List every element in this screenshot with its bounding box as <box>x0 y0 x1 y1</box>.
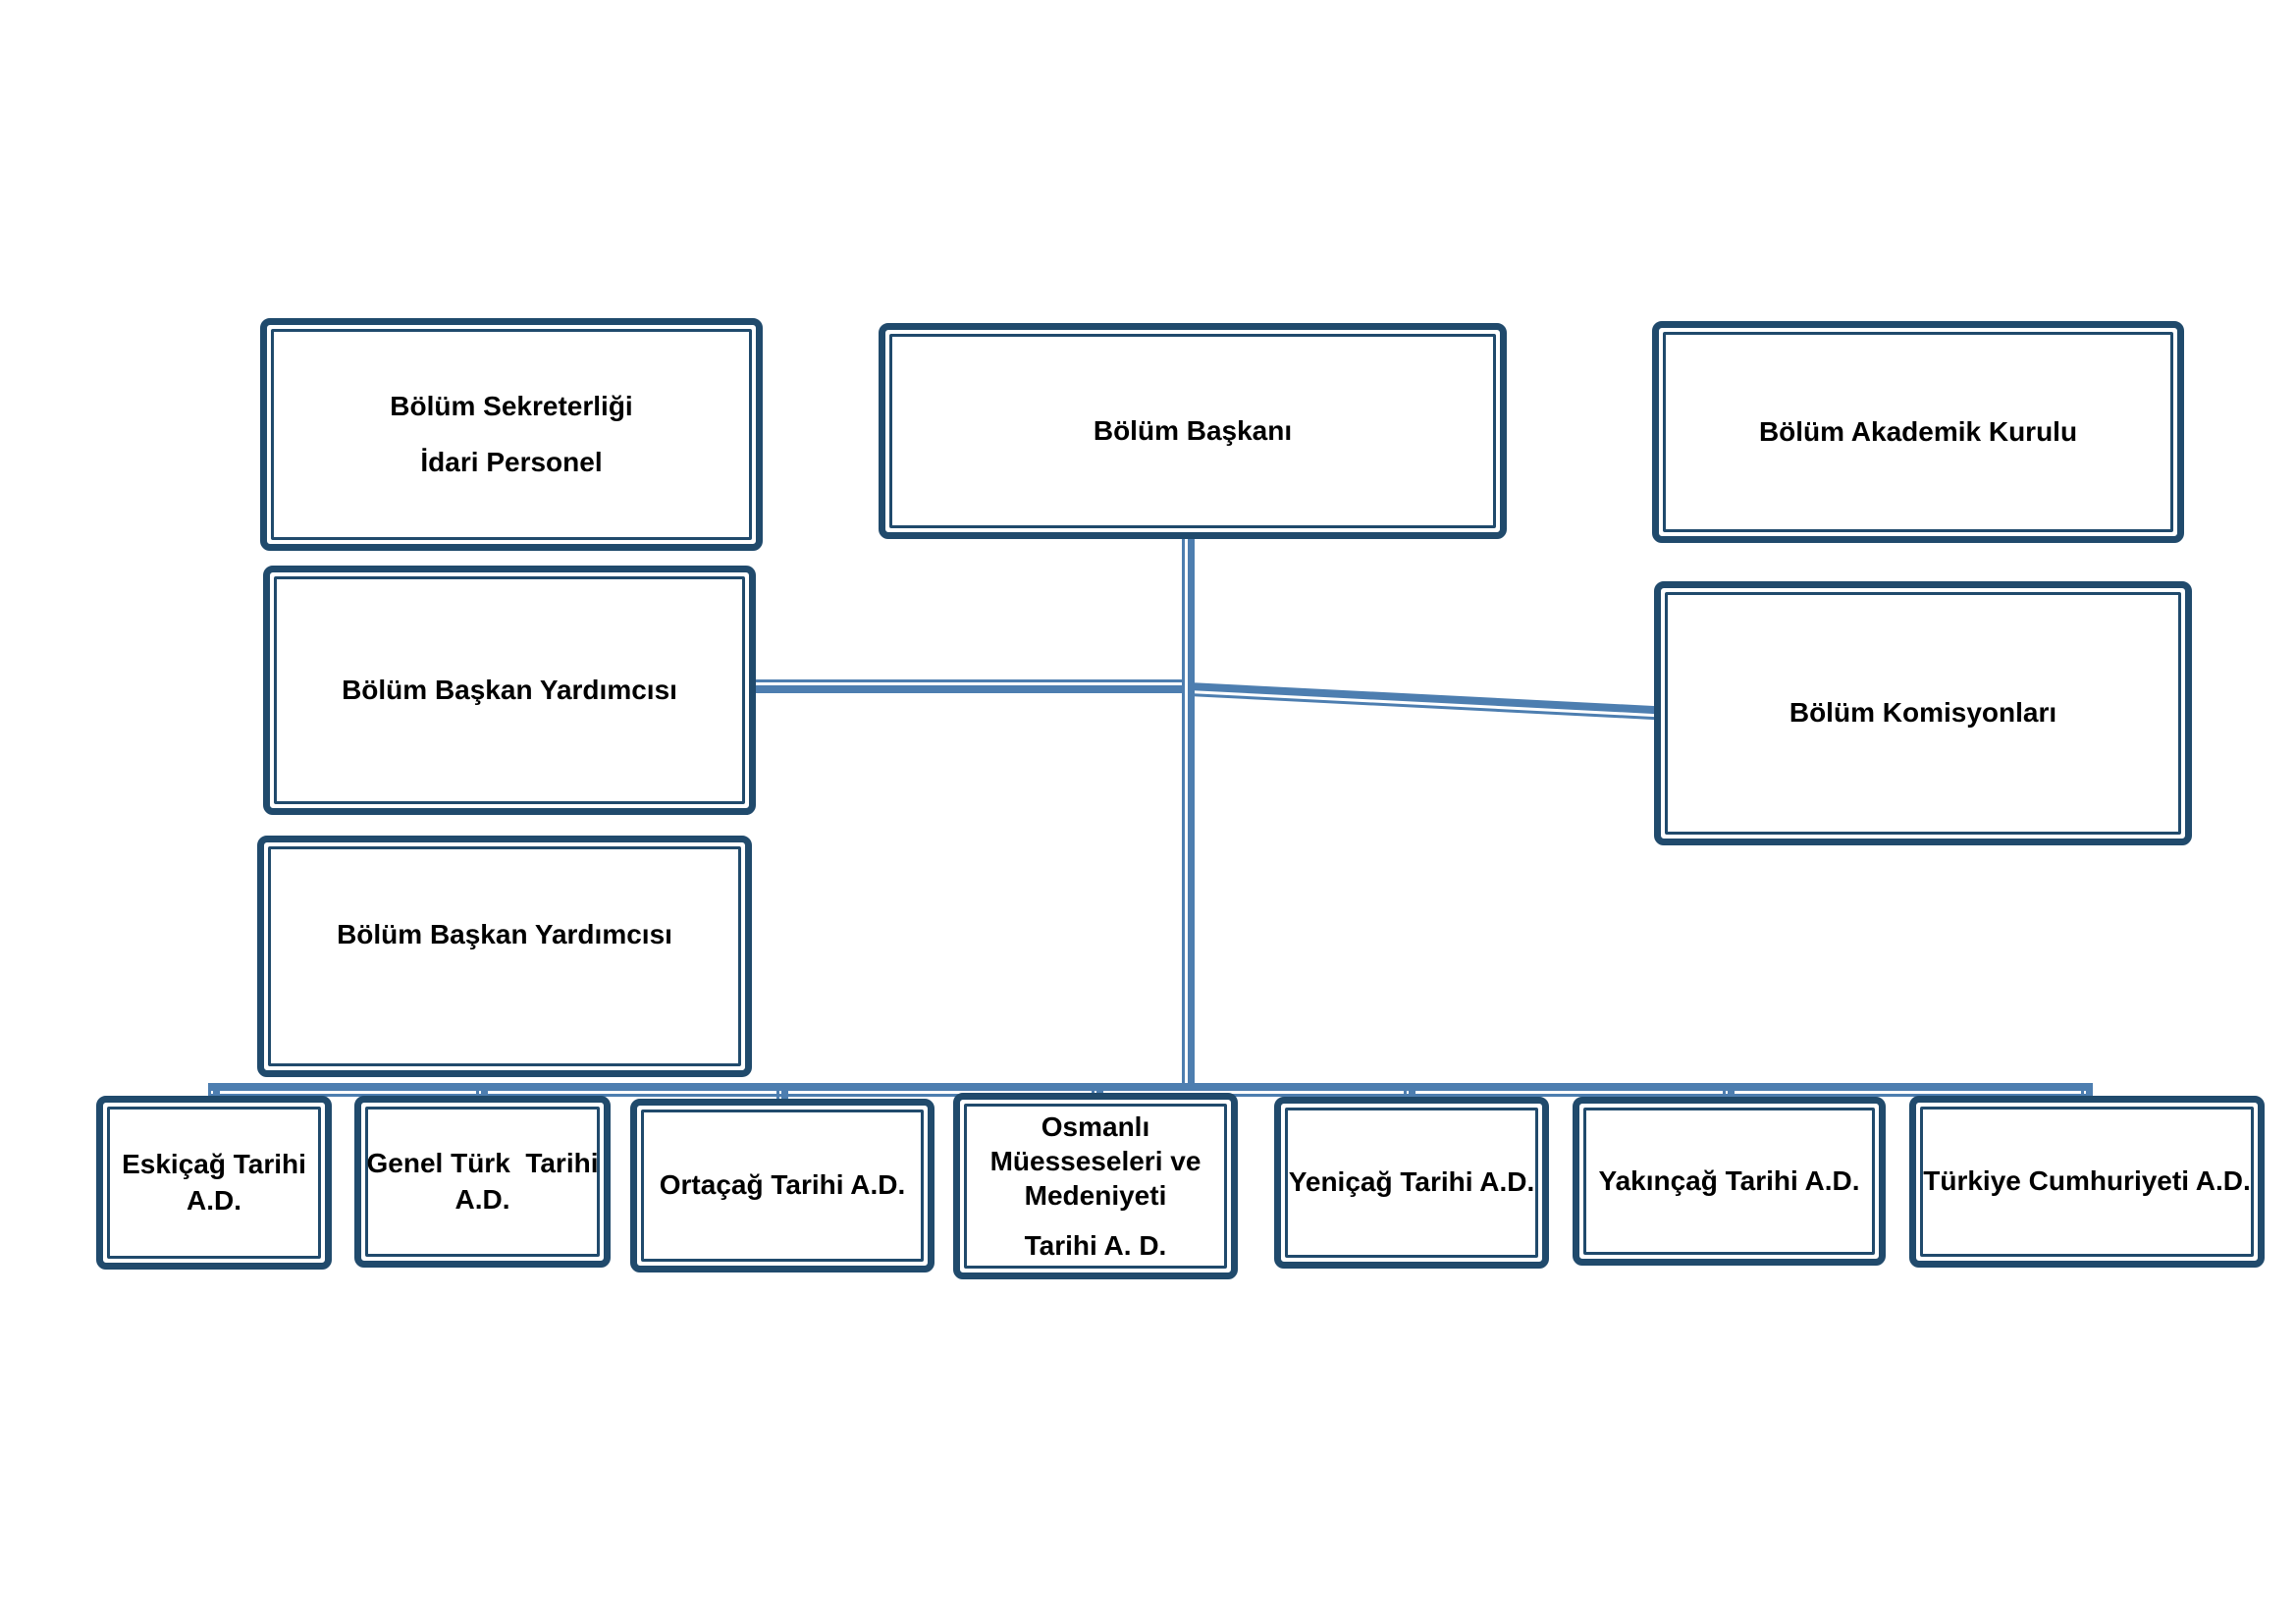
org-node-osmanli-line2: Müesseseleri ve <box>989 1146 1201 1176</box>
org-node-turkiye-cumhuriyeti: Türkiye Cumhuriyeti A.D. <box>1909 1096 2265 1268</box>
org-node-bolum-baskan-yardimcisi-2-border: Bölüm Başkan Yardımcısı <box>268 846 741 1066</box>
org-node-bolum-sekreterligi-line2: İdari Personel <box>420 446 603 477</box>
org-node-bolum-akademik-kurulu-label: Bölüm Akademik Kurulu <box>1758 415 2078 447</box>
org-node-bolum-baskani: Bölüm Başkanı <box>879 323 1507 539</box>
org-node-genel-turk-tarihi-line2: A.D. <box>454 1183 510 1215</box>
org-node-osmanli-line3: Medeniyeti <box>1024 1180 1167 1211</box>
org-node-genel-turk-tarihi-border: Genel Türk Tarihi A.D. <box>365 1107 600 1257</box>
org-node-ortacag-tarihi-border: Ortaçağ Tarihi A.D. <box>641 1110 924 1262</box>
org-node-ortacag-tarihi: Ortaçağ Tarihi A.D. <box>630 1099 934 1272</box>
org-node-bolum-akademik-kurulu: Bölüm Akademik Kurulu <box>1652 321 2184 543</box>
org-node-bolum-sekreterligi: Bölüm Sekreterliği İdari Personel <box>260 318 763 551</box>
org-node-yakincag-tarihi-label: Yakınçağ Tarihi A.D. <box>1598 1164 1860 1196</box>
org-node-osmanli-muesseseleri-border: Osmanlı Müesseseleri ve Medeniyeti Tarih… <box>964 1104 1227 1269</box>
org-node-bolum-sekreterligi-line1: Bölüm Sekreterliği <box>390 391 633 422</box>
connector-stub-yakincag <box>1723 1083 1735 1101</box>
org-node-bolum-baskan-yardimcisi-1-border: Bölüm Başkan Yardımcısı <box>274 576 745 804</box>
org-node-eskicag-tarihi-line1: Eskiçağ Tarihi <box>122 1149 306 1180</box>
org-node-bolum-baskan-yardimcisi-1: Bölüm Başkan Yardımcısı <box>263 566 756 815</box>
org-node-bolum-baskani-label: Bölüm Başkanı <box>1093 414 1293 446</box>
connector-stub-genel-turk <box>476 1083 488 1101</box>
org-node-eskicag-tarihi-border: Eskiçağ Tarihi A.D. <box>107 1107 321 1259</box>
org-node-turkiye-cumhuriyeti-border: Türkiye Cumhuriyeti A.D. <box>1920 1107 2254 1257</box>
connector-center-to-commissions <box>1188 682 1656 721</box>
org-node-eskicag-tarihi-line2: A.D. <box>187 1184 241 1216</box>
org-node-genel-turk-tarihi: Genel Türk Tarihi A.D. <box>354 1096 611 1268</box>
org-node-bolum-komisyonlari-border: Bölüm Komisyonları <box>1665 592 2181 835</box>
connector-head-vertical <box>1182 539 1195 1087</box>
org-node-yenicag-tarihi: Yeniçağ Tarihi A.D. <box>1274 1097 1549 1269</box>
org-node-yakincag-tarihi: Yakınçağ Tarihi A.D. <box>1573 1097 1886 1266</box>
org-node-osmanli-line1: Osmanlı <box>1041 1111 1150 1142</box>
org-node-bolum-akademik-kurulu-border: Bölüm Akademik Kurulu <box>1663 332 2173 532</box>
connector-stub-ortacag <box>776 1083 788 1101</box>
org-node-genel-turk-tarihi-line1: Genel Türk Tarihi <box>366 1148 599 1179</box>
org-node-yenicag-tarihi-label: Yeniçağ Tarihi A.D. <box>1288 1166 1535 1198</box>
org-node-ortacag-tarihi-label: Ortaçağ Tarihi A.D. <box>659 1169 906 1201</box>
org-node-bolum-baskan-yardimcisi-2: Bölüm Başkan Yardımcısı <box>257 836 752 1077</box>
org-node-turkiye-cumhuriyeti-label: Türkiye Cumhuriyeti A.D. <box>1923 1165 2251 1197</box>
org-node-bolum-komisyonlari: Bölüm Komisyonları <box>1654 581 2192 845</box>
connector-stub-eskicag <box>208 1083 220 1101</box>
org-node-yenicag-tarihi-border: Yeniçağ Tarihi A.D. <box>1285 1108 1538 1258</box>
org-node-osmanli-muesseseleri: Osmanlı Müesseseleri ve Medeniyeti Tarih… <box>953 1093 1238 1279</box>
org-node-osmanli-line4: Tarihi A. D. <box>1024 1230 1167 1261</box>
connector-stub-yenicag <box>1404 1083 1415 1101</box>
connector-deputy-to-center <box>756 679 1184 693</box>
org-node-bolum-baskan-yardimcisi-2-label: Bölüm Başkan Yardımcısı <box>337 918 672 949</box>
org-node-bolum-sekreterligi-border: Bölüm Sekreterliği İdari Personel <box>271 329 752 540</box>
org-node-bolum-baskan-yardimcisi-1-label: Bölüm Başkan Yardımcısı <box>342 674 677 705</box>
org-node-bolum-baskani-border: Bölüm Başkanı <box>889 334 1496 528</box>
org-node-bolum-komisyonlari-label: Bölüm Komisyonları <box>1789 697 2057 729</box>
connector-stub-turkiye <box>2081 1083 2093 1101</box>
org-node-eskicag-tarihi: Eskiçağ Tarihi A.D. <box>96 1096 332 1270</box>
connector-stub-osmanli <box>1092 1083 1103 1101</box>
org-node-yakincag-tarihi-border: Yakınçağ Tarihi A.D. <box>1583 1108 1875 1255</box>
